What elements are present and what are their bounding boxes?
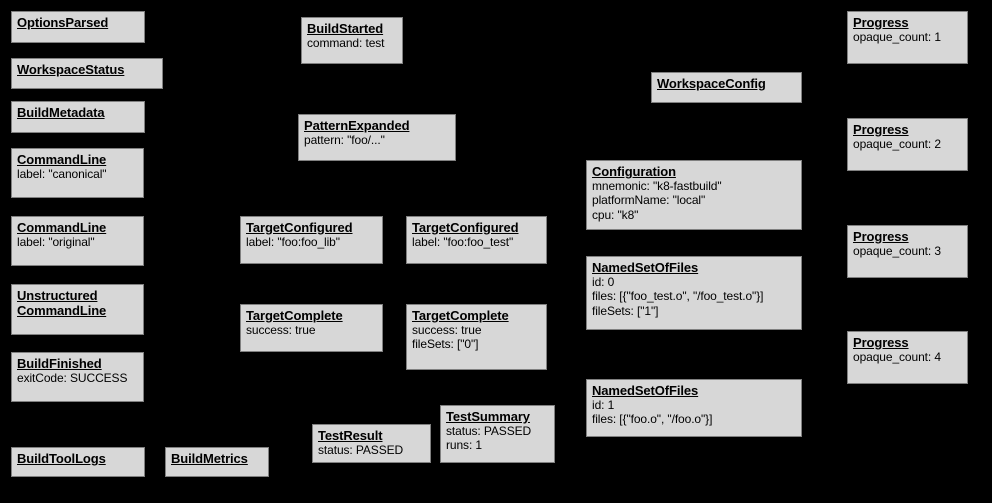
node-field: platformName: "local" [592,193,706,208]
node-title: TestSummary [446,409,530,424]
node-field: label: "foo:foo_lib" [246,235,340,250]
node-title: PatternExpanded [304,118,410,133]
node-workspace-config[interactable]: WorkspaceConfig [651,72,802,103]
node-field: label: "canonical" [17,167,107,182]
node-title: TestResult [318,428,383,443]
node-field: mnemonic: "k8-fastbuild" [592,179,722,194]
node-options-parsed[interactable]: OptionsParsed [11,11,145,43]
node-field: opaque_count: 1 [853,30,941,45]
node-build-metadata[interactable]: BuildMetadata [11,101,145,133]
node-title: TargetConfigured [412,220,519,235]
node-title: NamedSetOfFiles [592,383,699,398]
node-field: exitCode: SUCCESS [17,371,128,386]
node-title: TargetComplete [246,308,343,323]
node-field: status: PASSED [446,424,532,439]
node-field: id: 1 [592,398,615,413]
node-title: Progress [853,335,909,350]
node-title: CommandLine [17,152,107,167]
node-field: opaque_count: 2 [853,137,941,152]
node-title: NamedSetOfFiles [592,260,699,275]
node-field: id: 0 [592,275,615,290]
node-build-tool-logs[interactable]: BuildToolLogs [11,447,145,477]
node-title: Unstructured CommandLine [17,288,107,319]
node-field: files: [{"foo_test.o", "/foo_test.o"}] [592,289,764,304]
node-field: opaque_count: 3 [853,244,941,259]
node-field: cpu: "k8" [592,207,639,222]
node-title: BuildToolLogs [17,451,106,466]
node-field: label: "foo:foo_test" [412,235,514,250]
node-title: TargetConfigured [246,220,353,235]
node-title: Progress [853,15,909,30]
node-build-metrics[interactable]: BuildMetrics [165,447,269,477]
node-title: WorkspaceStatus [17,62,125,77]
node-title: BuildStarted [307,21,384,36]
node-field: success: true [412,323,482,338]
node-title: OptionsParsed [17,15,109,30]
node-field: command: test [307,36,385,51]
node-field: fileSets: ["1"] [592,303,659,318]
node-field: status: PASSED [318,443,404,458]
node-title: TargetComplete [412,308,509,323]
node-field: label: "original" [17,235,95,250]
node-field: success: true [246,323,316,338]
node-field: pattern: "foo/..." [304,133,385,148]
node-title: CommandLine [17,220,107,235]
node-workspace-status[interactable]: WorkspaceStatus [11,58,163,89]
node-field: files: [{"foo.o", "/foo.o"}] [592,412,713,427]
node-field: opaque_count: 4 [853,350,941,365]
node-title: WorkspaceConfig [657,76,766,91]
node-title: Configuration [592,164,676,179]
node-field: fileSets: ["0"] [412,337,479,352]
node-title: BuildMetadata [17,105,105,120]
node-field: runs: 1 [446,438,482,453]
node-title: Progress [853,122,909,137]
node-title: BuildMetrics [171,451,248,466]
node-title: Progress [853,229,909,244]
node-title: BuildFinished [17,356,102,371]
node-unstructured-command-line[interactable]: Unstructured CommandLine [11,284,144,335]
